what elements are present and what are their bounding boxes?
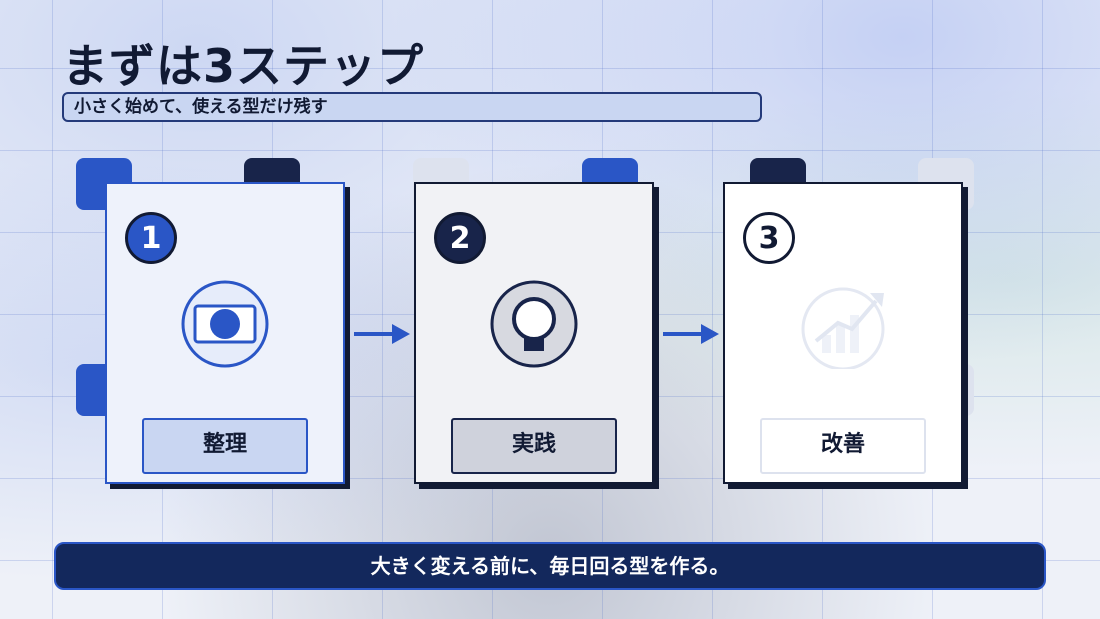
- step-card-1: 1 整理: [105, 182, 345, 484]
- step-number-badge: 2: [434, 212, 486, 264]
- step-label: 実践: [451, 418, 617, 474]
- step-number-badge: 1: [125, 212, 177, 264]
- step-card-3: 3 改善: [723, 182, 963, 484]
- growth-chart-icon: [798, 279, 888, 371]
- step-label: 改善: [760, 418, 926, 474]
- arrow-right-icon: [663, 324, 719, 344]
- slide-title: まずは3ステップ: [62, 39, 425, 93]
- step-label: 整理: [142, 418, 308, 474]
- focus-target-icon: [180, 279, 270, 369]
- arrow-right-icon: [354, 324, 410, 344]
- lightbulb-icon: [489, 279, 579, 369]
- bottom-banner: 大きく変える前に、毎日回る型を作る。: [54, 542, 1046, 590]
- step-card-2: 2 実践: [414, 182, 654, 484]
- slide-subtitle: 小さく始めて、使える型だけ残す: [62, 92, 762, 122]
- step-number-badge: 3: [743, 212, 795, 264]
